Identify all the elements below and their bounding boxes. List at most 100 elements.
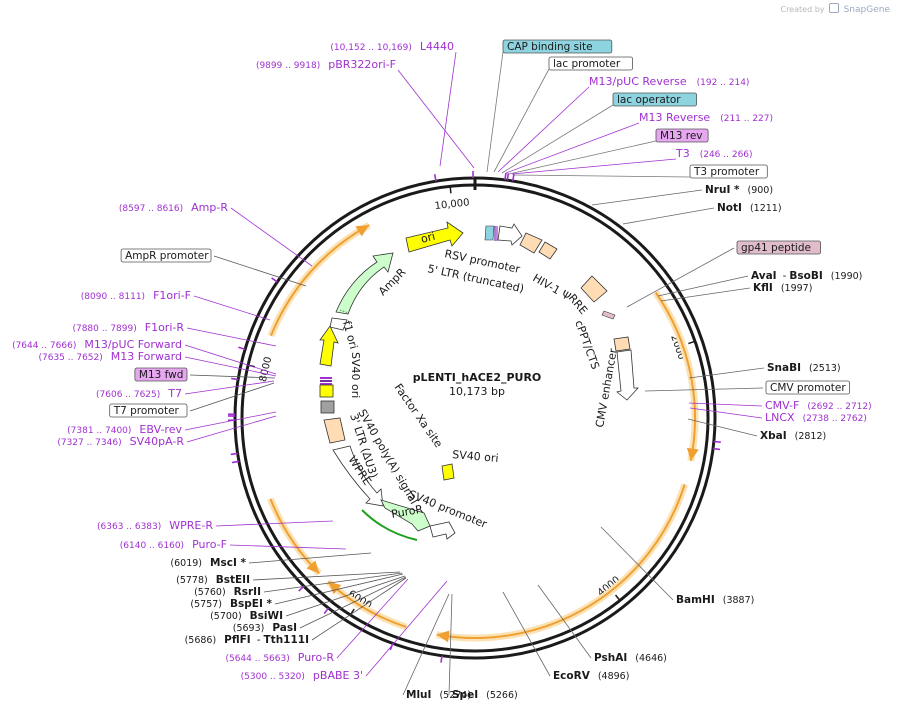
enzyme-name-pshai: PshAI (594, 652, 627, 664)
feature-ampr-arrow[interactable] (335, 252, 394, 315)
primer-t7[interactable]: (7606 .. 7625)T7 (96, 387, 182, 400)
feature-cppt-box[interactable] (613, 336, 631, 352)
primer-l4440[interactable]: (10,152 .. 10,169)L4440 (330, 40, 454, 53)
feature-ampr-promoter-arrow[interactable] (329, 317, 348, 331)
enzyme-pasi[interactable]: (5693)PasI (233, 622, 297, 634)
feature-sv40-promoter-arrow[interactable] (429, 521, 456, 540)
primer-pbabe-3[interactable]: (5300 .. 5320)pBABE 3' (241, 669, 363, 682)
feature-m13fwd-bar[interactable] (320, 377, 332, 379)
leader-left-m13-fwd (189, 374, 276, 379)
primer-m13-reverse[interactable]: M13 Reverse(211 .. 227) (639, 111, 773, 124)
enzyme-noti[interactable]: NotI(1211) (717, 202, 782, 214)
leader-right-cmv-f (688, 402, 763, 407)
primer-f1ori-f[interactable]: (8090 .. 8111)F1ori-F (81, 289, 191, 302)
feature-t7-promoter-bar[interactable] (320, 383, 332, 385)
leader-top-l4440 (439, 51, 457, 167)
feature-wpre-arrow[interactable] (332, 445, 384, 507)
primer-name-l4440: L4440 (420, 40, 454, 53)
label-sv40-ori-left: SV40 ori (349, 352, 362, 398)
created-by-badge[interactable]: Created by SnapGene (780, 3, 890, 15)
primer-puro-r[interactable]: (5644 .. 5663)Puro-R (225, 651, 334, 664)
primer-site-f1ori-r (231, 377, 239, 381)
primer-puro-f[interactable]: (6140 .. 6160)Puro-F (120, 538, 227, 551)
feature-grey-block[interactable] (320, 400, 335, 414)
feature-f1ori-arrow[interactable] (319, 325, 339, 367)
enzyme-pos-bamhi: (3887) (723, 595, 755, 606)
leader-left-wpre-r (215, 520, 334, 527)
primer-range-m13-puc-reverse: (192 .. 214) (697, 78, 750, 88)
primer-m13-puc-forward[interactable]: (7644 .. 7666)M13/pUC Forward (12, 338, 182, 351)
enzyme-dash: - (257, 634, 261, 646)
box-cap-binding-site[interactable] (502, 39, 613, 54)
leader-right-gp41-peptide (626, 247, 735, 308)
feature-sv40-ori-left-box[interactable] (319, 384, 334, 398)
box-lac-operator[interactable] (612, 92, 697, 107)
primer-site-amp-r (271, 277, 278, 283)
box-t3-promoter[interactable] (689, 164, 768, 179)
enzyme-bspei[interactable]: (5757)BspEI * (190, 598, 272, 610)
enzyme-bsiwi[interactable]: (5700)BsiWI (210, 610, 283, 622)
outer-arc-arrowhead-1 (436, 630, 450, 643)
enzyme-name-xbai: XbaI (760, 430, 787, 442)
primer-name-sv40pa-r: SV40pA-R (130, 435, 185, 448)
feature-5ltr-box[interactable] (519, 232, 543, 254)
outer-arc-4[interactable] (270, 224, 370, 337)
primer-sv40pa-r[interactable]: (7327 .. 7346)SV40pA-R (57, 435, 184, 448)
enzyme-nrui[interactable]: NruI *(900) (705, 184, 773, 196)
enzyme-bamhi[interactable]: BamHI(3887) (676, 594, 754, 606)
leader-left-pbabe-3 (365, 580, 448, 677)
enzyme-name-mlui: MluI (406, 689, 431, 701)
primer-amp-r[interactable]: (8597 .. 8616)Amp-R (119, 201, 228, 214)
primer-lncx[interactable]: LNCX(2738 .. 2762) (765, 411, 867, 424)
primer-cmv-f[interactable]: CMV-F(2692 .. 2712) (765, 399, 872, 412)
leader-left-bspei (274, 573, 404, 605)
leader-left-puro-f (229, 544, 347, 550)
feature-cap-lac-cluster[interactable] (484, 225, 495, 241)
box-gp41-peptide[interactable] (736, 240, 821, 255)
feature-t7-bar[interactable] (320, 380, 332, 382)
enzyme-name-spei: SpeI (452, 689, 478, 701)
outer-arc-0[interactable] (654, 291, 696, 461)
primer-f1ori-r[interactable]: (7880 .. 7899)F1ori-R (72, 321, 184, 334)
primer-t3[interactable]: T3(246 .. 266) (675, 147, 753, 160)
feature-3ltr-box[interactable] (323, 417, 346, 444)
primer-m13-puc-reverse[interactable]: M13/pUC Reverse(192 .. 214) (589, 75, 749, 88)
primer-pbr322ori-f[interactable]: (9899 .. 9918)pBR322ori-F (256, 58, 396, 71)
feature-sv40-ori-box[interactable] (441, 463, 455, 481)
enzyme-msci[interactable]: (6019)MscI * (170, 557, 246, 569)
primer-m13-forward[interactable]: (7635 .. 7652)M13 Forward (38, 350, 182, 363)
leader-right-nrui (591, 189, 703, 206)
feature-hiv1-psi-box[interactable] (538, 241, 558, 260)
enzyme-pos-nrui: (900) (748, 185, 774, 196)
enzyme-mlui[interactable]: MluI(5274) (406, 689, 471, 701)
box-cmv-promoter[interactable] (765, 380, 850, 395)
enzyme-avai[interactable]: AvaI-BsoBI(1990) (751, 270, 862, 282)
primer-ebv-rev[interactable]: (7381 .. 7400)EBV-rev (67, 423, 182, 436)
enzyme-kfli[interactable]: KflI(1997) (753, 282, 812, 294)
enzyme-xbai[interactable]: XbaI(2812) (760, 430, 826, 442)
leader-left-f1ori-r (186, 327, 277, 347)
feature-ori-arrow[interactable] (405, 221, 464, 253)
enzyme-ecorv[interactable]: EcoRV(4896) (553, 670, 629, 682)
box-ampr-promoter[interactable] (120, 248, 212, 263)
enzyme-bsteii[interactable]: (5778)BstEII (176, 574, 250, 586)
feature-rsv-promoter-arrow[interactable] (497, 223, 523, 246)
enzyme-pflfi[interactable]: (5686)PflFI-Tth111I (185, 634, 309, 646)
box-m13-fwd[interactable] (134, 367, 188, 382)
enzyme-rsrii[interactable]: (5760)RsrII (194, 586, 261, 598)
primer-site-m13-puc-reverse (504, 172, 507, 180)
outer-arc-1[interactable] (436, 484, 686, 639)
box-lac-promoter[interactable] (548, 56, 633, 71)
primer-name-f1ori-f: F1ori-F (153, 289, 191, 302)
label-f1ori: f1 ori (340, 319, 360, 350)
enzyme-pshai[interactable]: PshAI(4646) (594, 652, 667, 664)
box-m13-rev[interactable] (655, 128, 709, 143)
box-t7-promoter[interactable] (109, 403, 188, 418)
feature-gp41-mark[interactable] (601, 310, 616, 320)
enzyme-snabi[interactable]: SnaBI(2513) (767, 362, 841, 374)
feature-cmv-enhancer-arrow[interactable] (616, 349, 639, 401)
enzyme-spei[interactable]: SpeI(5266) (452, 689, 518, 701)
primer-wpre-r[interactable]: (6363 .. 6383)WPRE-R (97, 519, 213, 532)
enzyme-name-kfli: KflI (753, 282, 773, 294)
feature-rre-box[interactable] (580, 275, 608, 303)
